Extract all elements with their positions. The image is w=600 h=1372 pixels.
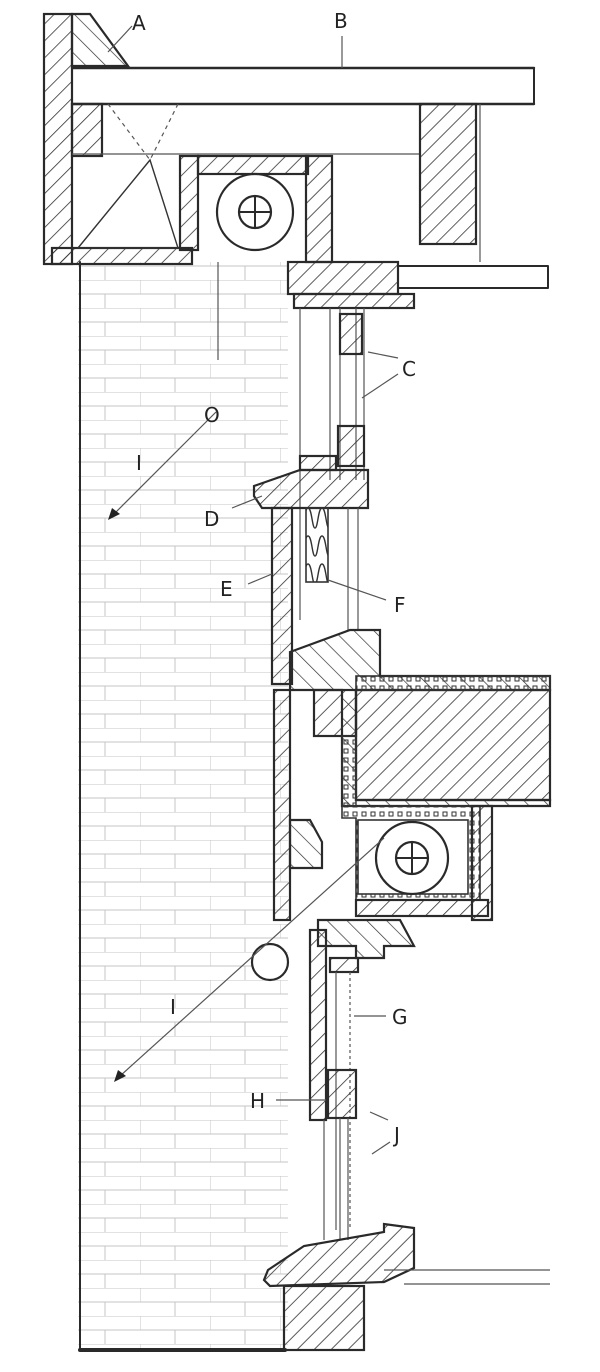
brick-wall [78,261,288,1352]
leader-lines [107,25,399,1155]
label-j: J [392,1123,400,1147]
lower-window-head [308,918,416,1122]
label-o: O [204,403,220,427]
upper-window-head [286,260,549,310]
lower-sill [262,1222,550,1352]
lower-roller-box [341,804,494,922]
label-d: D [204,507,219,531]
roof-beam [418,102,478,246]
label-i-upper: I [136,451,142,475]
label-b: B [334,9,348,33]
label-f: F [394,593,406,617]
lower-window-sash [323,972,358,1240]
label-e: E [220,577,233,601]
floor-slab [288,628,552,808]
spandrel-panel [270,506,359,686]
upper-roller-box [178,154,334,264]
callout-labels: A B C O I D E F I G H J [132,9,416,1147]
roof-void-diagonals [76,103,179,249]
parapet-coping [42,12,194,266]
window-sill [252,454,370,510]
label-h: H [250,1089,265,1113]
inner-wall-column [272,688,292,922]
label-i-lower: I [170,995,176,1019]
label-g: G [392,1005,408,1029]
label-c: C [402,357,416,381]
pipe-icon [250,942,290,982]
label-a: A [132,11,146,35]
